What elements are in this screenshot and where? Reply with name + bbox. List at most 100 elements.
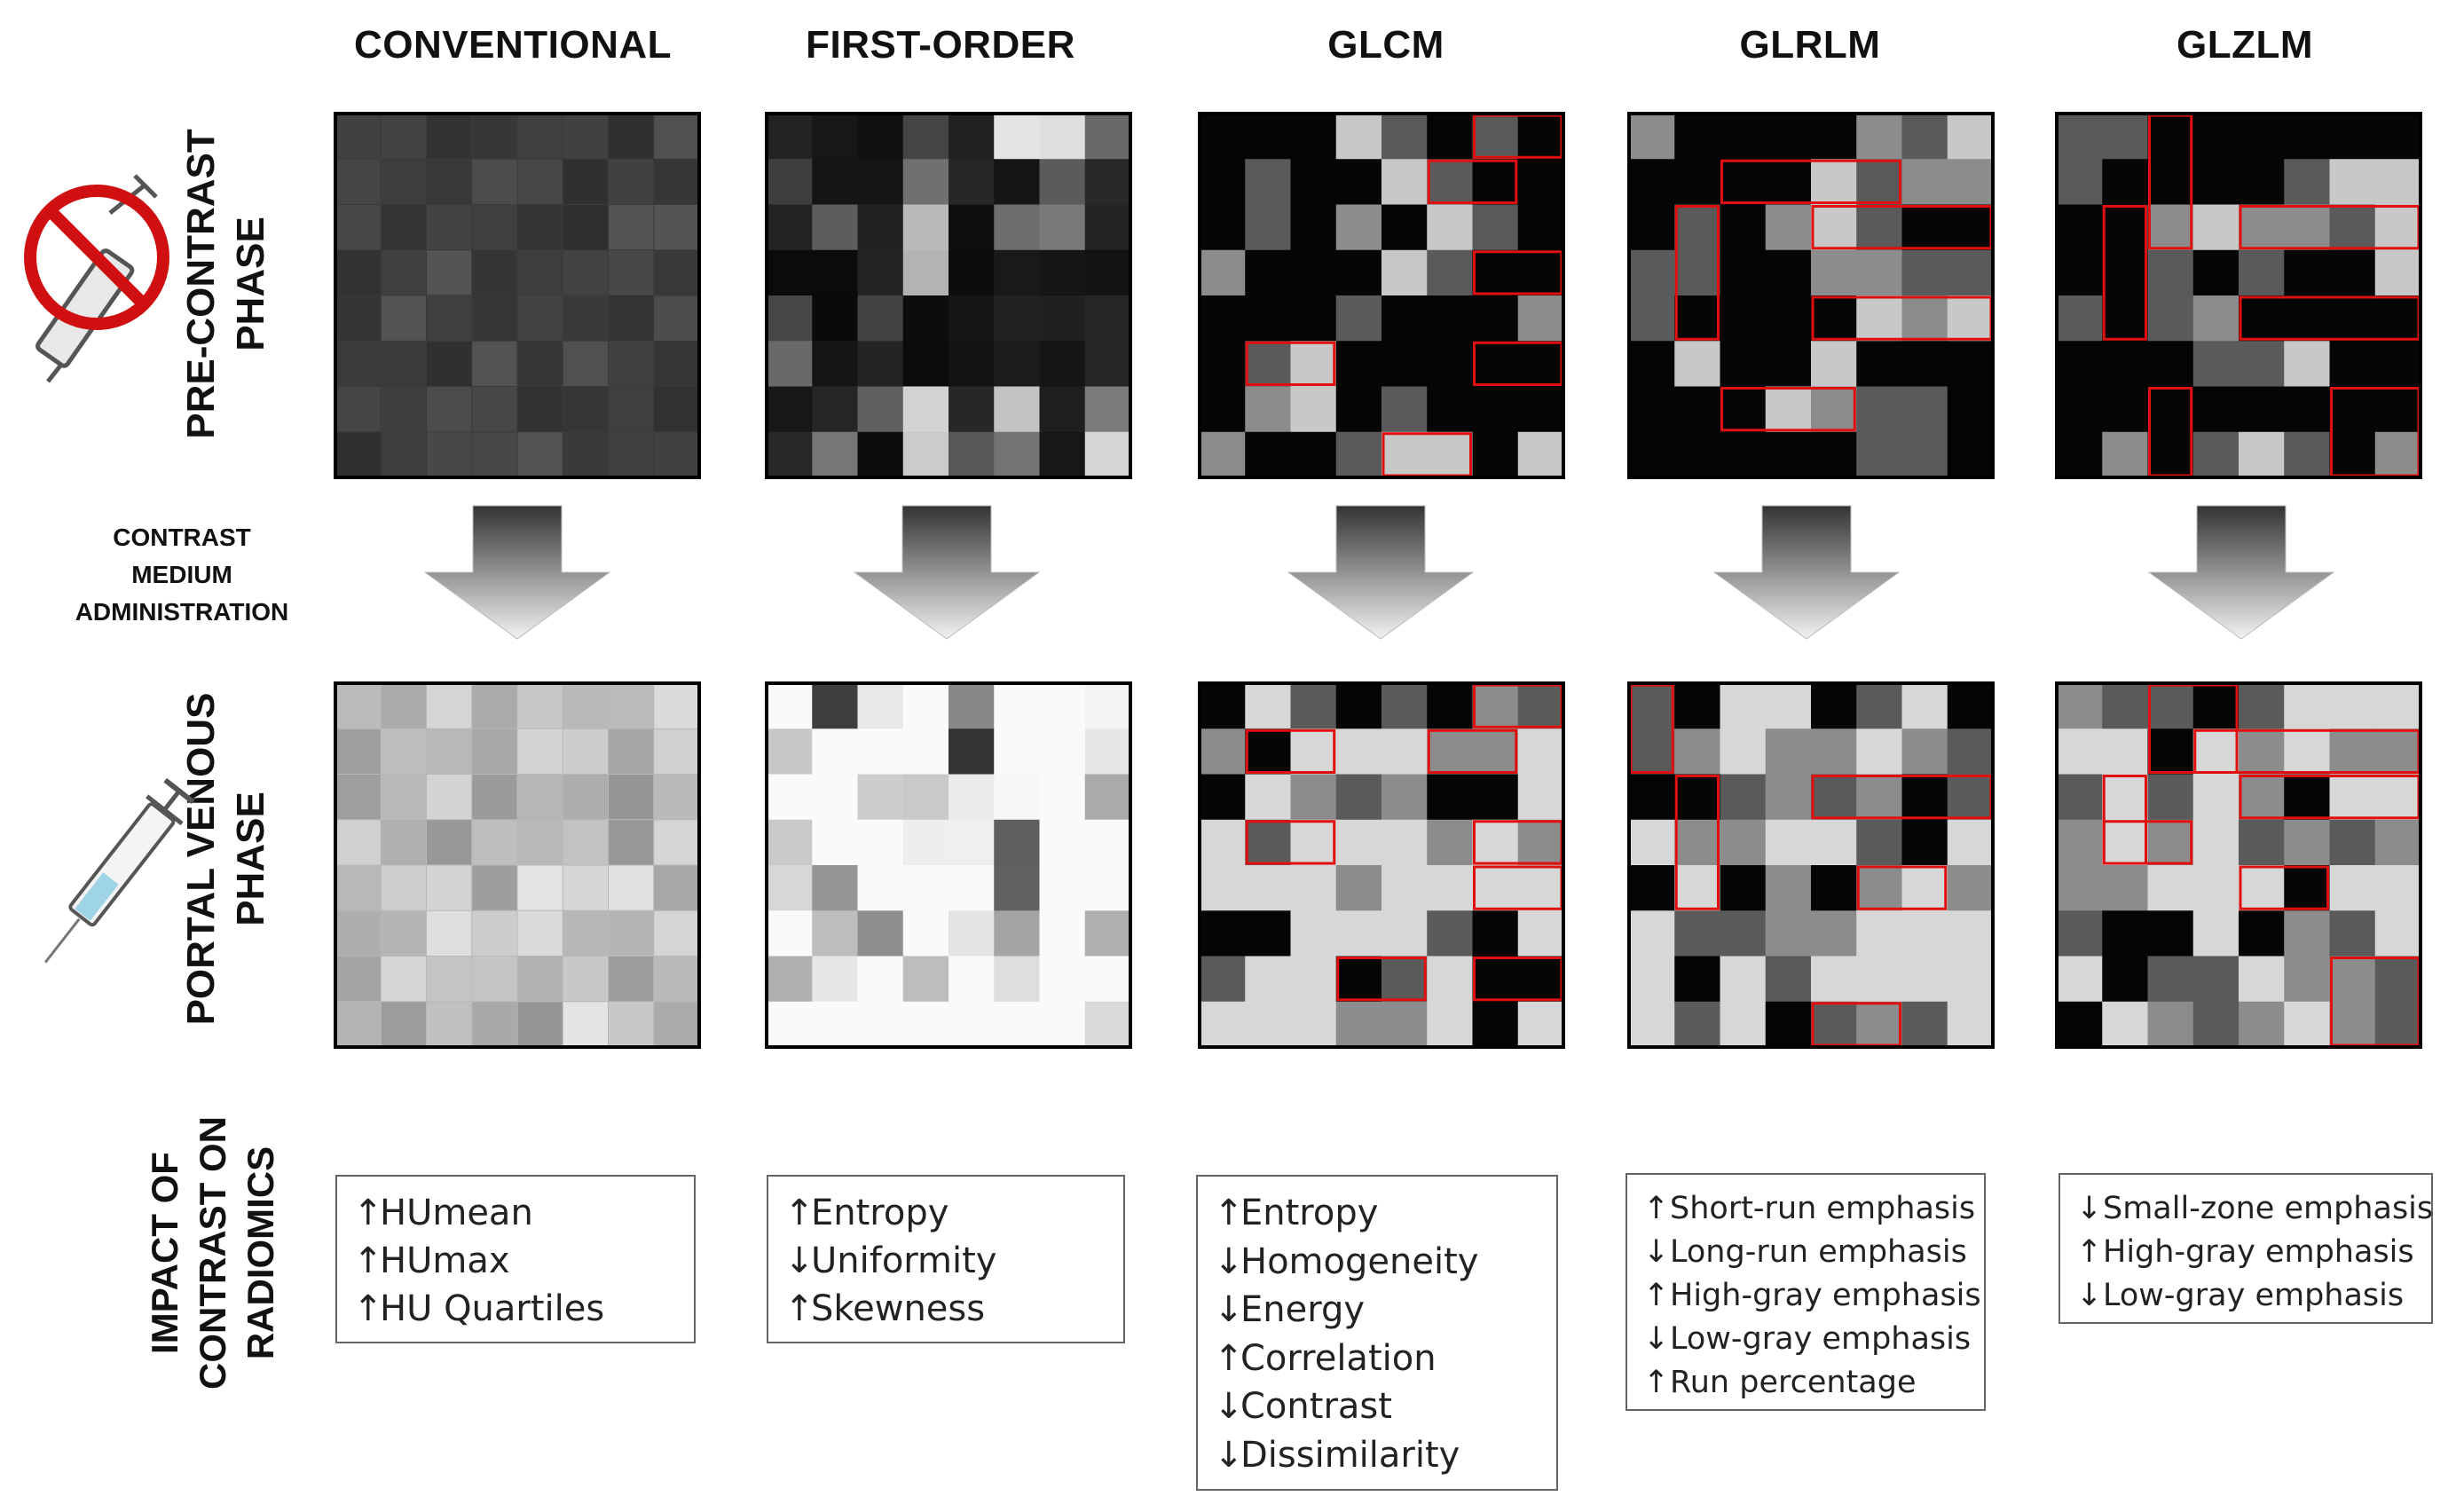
texture-cell	[1811, 295, 1857, 342]
texture-cell	[608, 386, 655, 433]
texture-cell	[2192, 1001, 2240, 1048]
texture-cell	[812, 865, 858, 911]
texture-cell	[2192, 204, 2240, 251]
texture-cell	[2284, 683, 2330, 729]
texture-cell	[653, 113, 700, 161]
texture-cell	[1720, 249, 1767, 296]
texture-cell	[1629, 431, 1675, 478]
texture-cell	[1245, 956, 1291, 1003]
texture-cell	[335, 682, 382, 730]
texture-cell	[1290, 774, 1337, 821]
texture-cell	[1472, 341, 1519, 387]
texture-cell	[767, 910, 813, 957]
texture-cell	[653, 1001, 700, 1048]
texture-cell	[1382, 431, 1428, 478]
texture-cell	[1245, 865, 1291, 911]
texture-cell	[562, 113, 610, 161]
texture-cell	[1629, 159, 1675, 205]
texture-cell	[471, 956, 518, 1003]
texture-cell	[1084, 341, 1131, 387]
texture-cell	[335, 204, 382, 251]
texture-cell	[2192, 114, 2240, 160]
texture-cell	[1517, 956, 1564, 1003]
texture-cell	[471, 864, 518, 912]
texture-cell	[2057, 159, 2103, 205]
texture-cell	[1517, 865, 1564, 911]
texture-cell	[812, 159, 858, 205]
texture-cell	[562, 295, 610, 343]
texture-cell	[902, 386, 949, 433]
texture-grid	[765, 112, 1132, 479]
texture-cell	[1720, 204, 1767, 251]
texture-cell	[1245, 295, 1291, 342]
texture-cell	[1629, 1001, 1675, 1048]
texture-cell	[1084, 249, 1131, 296]
texture-cell	[1472, 295, 1519, 342]
texture-cell	[380, 774, 428, 821]
texture-cell	[380, 956, 428, 1003]
texture-cell	[562, 1001, 610, 1048]
texture-cell	[1901, 249, 1948, 296]
texture-cell	[653, 204, 700, 251]
texture-cell	[2239, 431, 2285, 478]
texture-cell	[2102, 819, 2148, 866]
texture-cell	[608, 910, 655, 957]
texture-cell	[1856, 249, 1902, 296]
texture-cell	[1720, 683, 1767, 729]
texture-grid	[1627, 681, 1995, 1049]
feature-box-glzlm: ↓Small-zone emphasis ↑High-gray emphasis…	[2058, 1173, 2433, 1324]
texture-cell	[994, 431, 1040, 478]
column-title-glcm: GLCM	[1327, 23, 1444, 67]
texture-cell	[2147, 683, 2194, 729]
texture-cell	[1335, 1001, 1382, 1048]
texture-cell	[426, 340, 473, 388]
texture-cell	[1200, 1001, 1246, 1048]
texture-cell	[767, 204, 813, 251]
texture-cell	[2374, 774, 2421, 821]
texture-cell	[1947, 204, 1994, 251]
texture-cell	[653, 340, 700, 388]
texture-cell	[2239, 819, 2285, 866]
texture-cell	[2329, 159, 2376, 205]
texture-cell	[608, 113, 655, 161]
texture-cell	[1856, 159, 1902, 205]
texture-cell	[2147, 728, 2194, 775]
texture-region-outline	[1427, 728, 1518, 774]
texture-cell	[1674, 728, 1720, 775]
texture-cell	[857, 1001, 904, 1048]
texture-cell	[1290, 819, 1337, 866]
texture-cell	[2284, 295, 2330, 342]
texture-cell	[1765, 1001, 1812, 1048]
texture-cell	[994, 910, 1040, 957]
texture-cell	[1629, 728, 1675, 775]
texture-cell	[1245, 386, 1291, 433]
texture-cell	[1856, 204, 1902, 251]
texture-cell	[1084, 956, 1131, 1003]
texture-cell	[380, 113, 428, 161]
texture-cell	[1765, 956, 1812, 1003]
texture-grid	[1627, 112, 1995, 479]
texture-cell	[949, 1001, 995, 1048]
texture-cell	[2147, 774, 2194, 821]
texture-cell	[335, 774, 382, 821]
texture-cell	[1039, 1001, 1086, 1048]
texture-cell	[1947, 159, 1994, 205]
texture-cell	[1200, 159, 1246, 205]
texture-cell	[1674, 249, 1720, 296]
texture-cell	[608, 956, 655, 1003]
texture-cell	[2284, 204, 2330, 251]
texture-cell	[2329, 114, 2376, 160]
contrast-label-line: MEDIUM	[131, 561, 232, 588]
texture-cell	[1084, 204, 1131, 251]
texture-cell	[857, 114, 904, 160]
texture-cell	[335, 910, 382, 957]
texture-cell	[2102, 956, 2148, 1003]
texture-cell	[1472, 159, 1519, 205]
texture-cell	[1901, 683, 1948, 729]
texture-cell	[1290, 431, 1337, 478]
texture-cell	[767, 159, 813, 205]
texture-cell	[1382, 114, 1428, 160]
texture-cell	[471, 204, 518, 251]
texture-cell	[1720, 865, 1767, 911]
texture-cell	[516, 158, 564, 206]
